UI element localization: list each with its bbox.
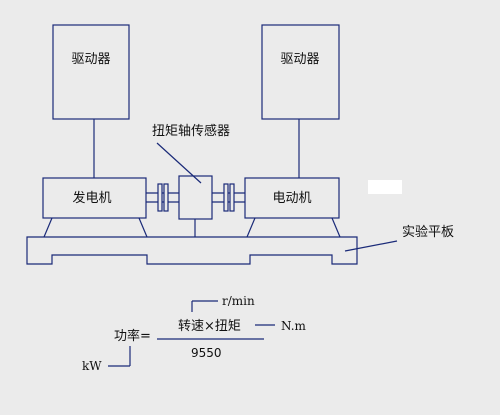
generator-box [42, 177, 147, 219]
torque-sensor-box [178, 175, 213, 220]
motor-label: 电动机 [272, 191, 311, 206]
unit-torque: N.m [281, 319, 307, 333]
driver-right-label: 驱动器 [280, 52, 319, 67]
coupling-left-a [157, 183, 163, 212]
motor-box [244, 177, 340, 219]
coupling-right-b [229, 183, 235, 212]
gen-foot-left [43, 217, 53, 238]
motor-foot-right [331, 217, 341, 238]
coupling-left-b [163, 183, 169, 212]
driver-left-box [52, 24, 130, 120]
unit-power: kW [82, 359, 102, 373]
generator-label: 发电机 [72, 190, 111, 206]
driver-left-label: 驱动器 [71, 52, 110, 67]
blank-patch [368, 180, 402, 194]
formula-lhs: 功率= [114, 328, 151, 344]
torque-sensor-label: 扭矩轴传感器 [152, 123, 230, 139]
motor-foot-left [246, 217, 256, 238]
coupling-right-a [223, 183, 229, 212]
torque-sensor-leader [156, 142, 202, 184]
formula-denominator: 9550 [191, 346, 222, 360]
test-platform-leader [344, 240, 398, 252]
gen-foot-right [138, 217, 148, 238]
driver-right-box [261, 24, 340, 120]
formula-numerator: 转速×扭矩 [178, 319, 241, 334]
test-platform [26, 236, 358, 265]
unit-speed: r/min [222, 294, 255, 308]
test-platform-label: 实验平板 [402, 224, 454, 240]
